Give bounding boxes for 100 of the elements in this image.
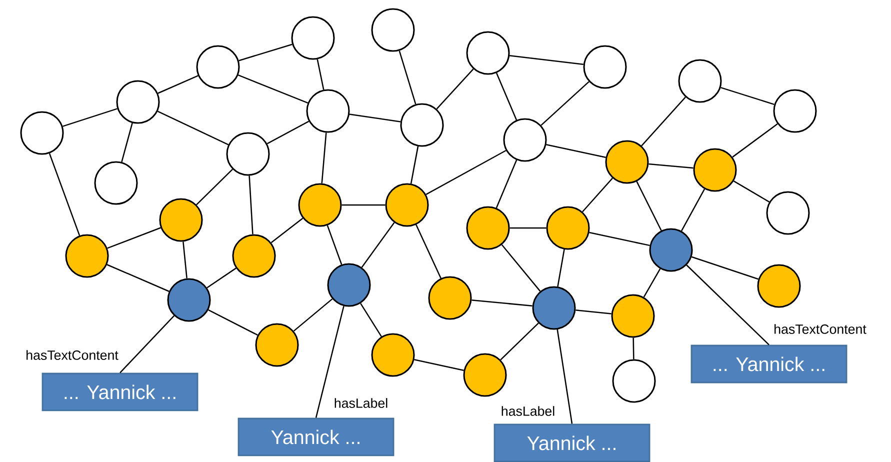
- graph-node: [226, 132, 270, 176]
- connector-line: [349, 114, 401, 122]
- connector-line: [733, 180, 770, 202]
- connector-line: [182, 242, 188, 278]
- graph-node: [65, 234, 109, 278]
- connector-line: [636, 181, 662, 231]
- connector-line: [576, 310, 612, 314]
- text-box: Yannick ...: [238, 418, 394, 456]
- graph-node: [196, 45, 240, 89]
- graph-node: [503, 118, 547, 162]
- connector-line: [361, 222, 395, 268]
- graph-node: [766, 191, 810, 235]
- graph-node: [298, 183, 342, 227]
- connector-line: [686, 264, 770, 346]
- graph-node: [385, 183, 429, 227]
- graph-node: [371, 8, 415, 52]
- graph-node: [583, 45, 627, 89]
- connector-line: [641, 96, 686, 146]
- connector-line: [732, 123, 778, 158]
- edge-label: hasLabel: [500, 404, 557, 418]
- graph-node: [466, 31, 510, 75]
- connector-line: [643, 268, 661, 298]
- connector-line: [293, 298, 333, 332]
- graph-node: [612, 359, 656, 403]
- connector-line: [398, 50, 416, 104]
- edge-label: hasTextContent: [772, 322, 868, 336]
- connector-line: [632, 338, 634, 360]
- graph-node: [546, 206, 590, 250]
- connector-line: [107, 227, 161, 249]
- graph-node: [532, 286, 576, 330]
- graph-node: [611, 294, 655, 338]
- connector-line: [496, 160, 518, 208]
- connector-line: [321, 132, 327, 184]
- graph-node: [116, 80, 160, 124]
- graph-node: [649, 228, 693, 272]
- connector-line: [510, 227, 546, 229]
- connector-line: [360, 303, 382, 337]
- connector-line: [106, 264, 170, 292]
- connector-line: [691, 256, 759, 280]
- connector-line: [266, 120, 310, 144]
- connector-line: [157, 110, 229, 146]
- connector-line: [206, 268, 236, 288]
- connector-line: [501, 244, 541, 292]
- connector-line: [546, 144, 606, 158]
- connector-line: [121, 122, 133, 162]
- connector-line: [500, 322, 539, 360]
- graph-node: [291, 16, 335, 60]
- connector-line: [208, 309, 258, 336]
- connector-line: [120, 315, 174, 374]
- edge-label: hasTextContent: [24, 348, 120, 362]
- connector-line: [510, 54, 584, 66]
- connector-line: [270, 218, 304, 244]
- connector-line: [589, 232, 650, 246]
- graph-node: [255, 323, 299, 367]
- graph-node: [232, 234, 276, 278]
- graph-node: [371, 333, 415, 377]
- connector-line: [316, 59, 324, 90]
- graph-node: [159, 198, 203, 242]
- edge-label: hasLabel: [332, 396, 390, 410]
- connector-line: [472, 299, 532, 307]
- connector-line: [238, 74, 308, 104]
- graph-node: [773, 89, 817, 133]
- connector-line: [582, 178, 613, 212]
- graph-node: [20, 111, 64, 155]
- connector-line: [62, 108, 118, 127]
- graph-node: [400, 103, 444, 147]
- connector-line: [158, 75, 198, 94]
- text-box: Yannick ...: [494, 424, 650, 462]
- connector-line: [315, 306, 344, 418]
- connector-line: [326, 225, 342, 265]
- graph-node: [466, 206, 510, 250]
- connector-line: [196, 168, 233, 206]
- graph-node: [693, 148, 737, 192]
- connector-line: [238, 44, 292, 62]
- graph-node: [463, 353, 507, 397]
- connector-line: [557, 249, 565, 287]
- text-box: ... Yannick ...: [690, 344, 848, 384]
- connector-line: [416, 224, 442, 278]
- connector-line: [720, 86, 774, 106]
- connector-line: [248, 176, 254, 234]
- graph-node: [605, 140, 649, 184]
- connector-line: [48, 153, 80, 236]
- connector-line: [342, 204, 386, 206]
- graph-node: [428, 276, 472, 320]
- connector-line: [648, 163, 694, 169]
- connector-line: [556, 329, 573, 424]
- connector-line: [414, 359, 464, 371]
- connector-line: [540, 81, 590, 126]
- graph-node: [167, 278, 211, 322]
- connector-line: [496, 72, 518, 120]
- connector-line: [436, 68, 474, 110]
- connector-line: [680, 188, 706, 232]
- text-box: ... Yannick ...: [42, 372, 198, 412]
- connector-line: [410, 146, 419, 184]
- graph-node: [306, 89, 350, 133]
- graph-node: [327, 263, 371, 307]
- graph-node: [94, 161, 138, 205]
- connector-line: [426, 150, 506, 196]
- graph-node: [757, 264, 801, 308]
- graph-node: [678, 59, 722, 103]
